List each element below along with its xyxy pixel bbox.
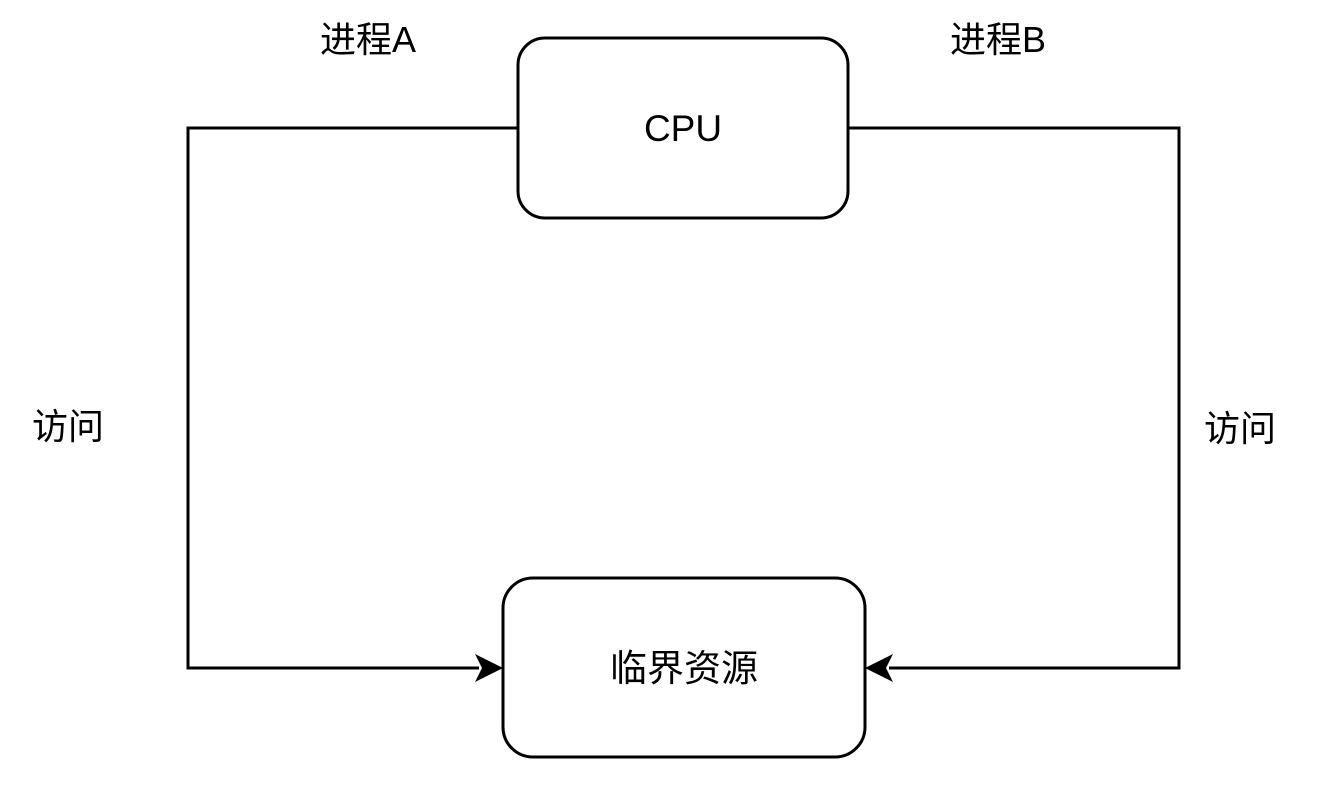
access-left-label: 访问 — [32, 406, 104, 447]
access-right-label: 访问 — [1204, 408, 1276, 449]
edge-process-a-path — [186, 126, 518, 670]
process-a-label: 进程A — [320, 19, 416, 60]
critical-resource-node-box — [501, 576, 867, 759]
cpu-node-box — [516, 36, 850, 220]
critical-resource-node-label: 临界资源 — [610, 648, 758, 689]
edge-process-b-path — [848, 126, 1181, 670]
cpu-node-label: CPU — [644, 108, 722, 149]
arrowhead-right-icon — [865, 654, 893, 682]
arrowhead-left-icon — [475, 654, 503, 682]
process-b-label: 进程B — [950, 19, 1046, 60]
